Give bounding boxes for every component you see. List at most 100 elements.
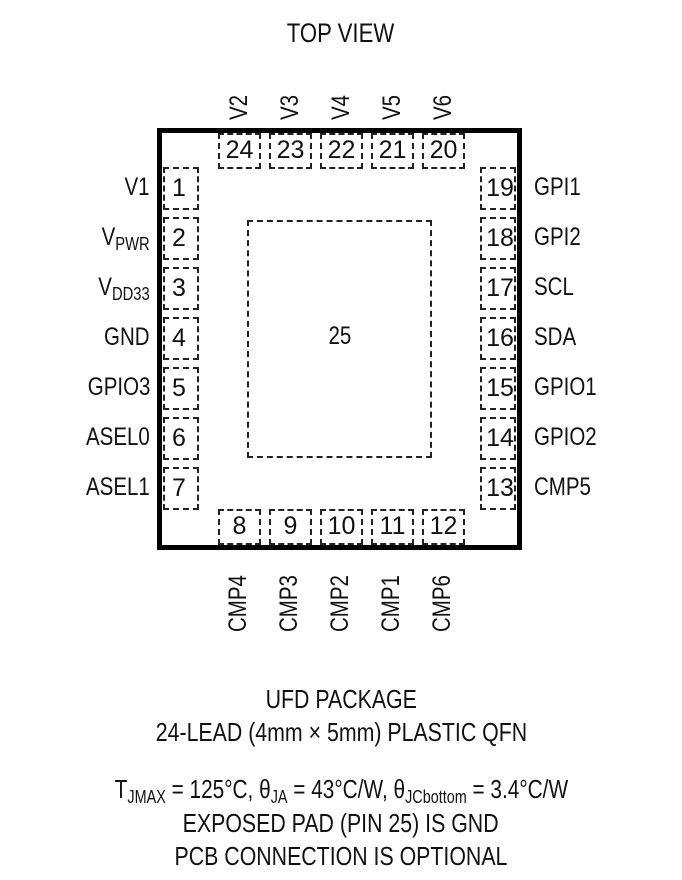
pin-label-5: GPIO3 [74, 375, 150, 400]
theta-jc-symbol: θ [393, 774, 405, 804]
pin-label-12: CMP6 [428, 563, 456, 632]
pin-label-text: CMP2 [326, 575, 354, 632]
theta-ja-subscript: JA [270, 787, 288, 807]
pin-number-2: 2 [172, 224, 186, 252]
pin-pad-3 [163, 267, 199, 310]
pin-label-6: ASEL0 [72, 425, 150, 450]
pin-label-4: GND [94, 325, 150, 350]
pin-label-18: GPI2 [534, 225, 591, 250]
pin-pad-5 [163, 367, 199, 410]
pin-label-text: GPIO2 [534, 423, 597, 451]
pin-number-20: 20 [429, 136, 458, 164]
exposed-pad-note: EXPOSED PAD (PIN 25) IS GND [0, 810, 682, 836]
pin-number-21: 21 [378, 136, 407, 164]
pin-number-3: 3 [172, 274, 186, 302]
view-title: TOP VIEW [0, 18, 682, 49]
pin-label-text: SDA [534, 323, 577, 351]
view-title-text: TOP VIEW [287, 18, 395, 48]
pin-pad-9 [269, 509, 312, 545]
pin-label-17: SCL [534, 275, 583, 300]
pin-label-16: SDA [534, 325, 585, 350]
pin-number-19: 19 [486, 174, 514, 202]
pin-pad-15 [480, 367, 516, 410]
pin-label-text: V2 [225, 94, 253, 120]
pin-label-10: CMP2 [326, 563, 354, 632]
pin-label-11: CMP1 [377, 563, 405, 632]
pin-number-6: 6 [172, 424, 186, 452]
pin-label-19: GPI1 [534, 175, 591, 200]
pin-label-9: CMP3 [275, 563, 303, 632]
pin-label-24: V2 [225, 89, 253, 120]
pin-label-text: ASEL1 [86, 473, 150, 501]
pin-label-text: V4 [327, 94, 355, 120]
pin-pad-19 [480, 167, 516, 210]
pin-pad-18 [480, 217, 516, 260]
pin-number-22: 22 [327, 136, 356, 164]
pin-number-23: 23 [276, 136, 305, 164]
pin-label-text: GPIO3 [87, 373, 150, 401]
pin-label-text: GPI2 [534, 223, 581, 251]
pin-pad-23 [269, 133, 312, 169]
pin-label-text: V5 [378, 94, 406, 120]
pin-label-text: GPI1 [534, 173, 581, 201]
pin-pad-8 [218, 509, 261, 545]
pin-label-text: VPWR [101, 223, 150, 254]
package-line2: 24-LEAD (4mm × 5mm) PLASTIC QFN [155, 717, 527, 747]
pin-pad-17 [480, 267, 516, 310]
exposed-pad [247, 220, 432, 458]
pin-label-text: CMP1 [377, 575, 405, 632]
thermal-spec-text: TJMAX = 125°C, θJA = 43°C/W, θJCbottom =… [114, 776, 567, 806]
pin-pad-24 [218, 133, 261, 169]
note-line1: EXPOSED PAD (PIN 25) IS GND [183, 808, 499, 838]
pcb-connection-note: PCB CONNECTION IS OPTIONAL [0, 843, 682, 869]
pin-pad-2 [163, 217, 199, 260]
pin-pad-1 [163, 167, 199, 210]
pin-label-2: VPWR [91, 223, 150, 254]
pin-pad-4 [163, 317, 199, 360]
pin-pad-14 [480, 417, 516, 460]
pin-label-subscript: PWR [115, 234, 150, 254]
pin-number-13: 13 [486, 474, 514, 502]
pin-pad-16 [480, 317, 516, 360]
pin-number-15: 15 [486, 374, 514, 402]
pin-number-10: 10 [327, 512, 356, 540]
package-outline [157, 128, 522, 550]
pin-number-24: 24 [225, 136, 254, 164]
pin-label-13: CMP5 [534, 475, 603, 500]
pin-label-15: GPIO1 [534, 375, 610, 400]
pin-label-subscript: DD33 [112, 284, 150, 304]
pin-number-12: 12 [429, 512, 458, 540]
pin-number-8: 8 [232, 512, 247, 540]
pin-label-1: V1 [119, 175, 150, 200]
pin-label-14: GPIO2 [534, 425, 610, 450]
pin-label-text: ASEL0 [86, 423, 150, 451]
pin-label-7: ASEL1 [72, 475, 150, 500]
pin-label-23: V3 [276, 89, 304, 120]
pin-number-4: 4 [172, 324, 186, 352]
exposed-pad-number-text: 25 [328, 322, 352, 350]
pin-label-20: V6 [429, 89, 457, 120]
pin-number-9: 9 [283, 512, 298, 540]
pin-number-16: 16 [486, 324, 514, 352]
tjmax-value: = 125°C, [165, 774, 259, 804]
pin-number-17: 17 [486, 274, 514, 302]
package-description: 24-LEAD (4mm × 5mm) PLASTIC QFN [0, 719, 682, 745]
pin-label-8: CMP4 [224, 563, 252, 632]
package-line1: UFD PACKAGE [265, 684, 417, 714]
pin-number-11: 11 [379, 512, 406, 540]
package-name: UFD PACKAGE [0, 686, 682, 712]
pin-label-text: SCL [534, 273, 574, 301]
pin-label-text: CMP4 [224, 575, 252, 632]
pin-number-1: 1 [172, 174, 186, 202]
pin-number-5: 5 [172, 374, 186, 402]
pin-label-text: CMP6 [428, 575, 456, 632]
pin-number-14: 14 [486, 424, 514, 452]
note-line2: PCB CONNECTION IS OPTIONAL [174, 841, 508, 871]
pin-label-3: VDD33 [87, 275, 150, 304]
pin-pad-22 [320, 133, 363, 169]
pin-pad-12 [422, 509, 465, 545]
theta-jc-value: = 3.4°C/W [466, 774, 568, 804]
pin-number-7: 7 [172, 474, 186, 502]
pin-pad-6 [163, 417, 199, 460]
pin-label-22: V4 [327, 89, 355, 120]
